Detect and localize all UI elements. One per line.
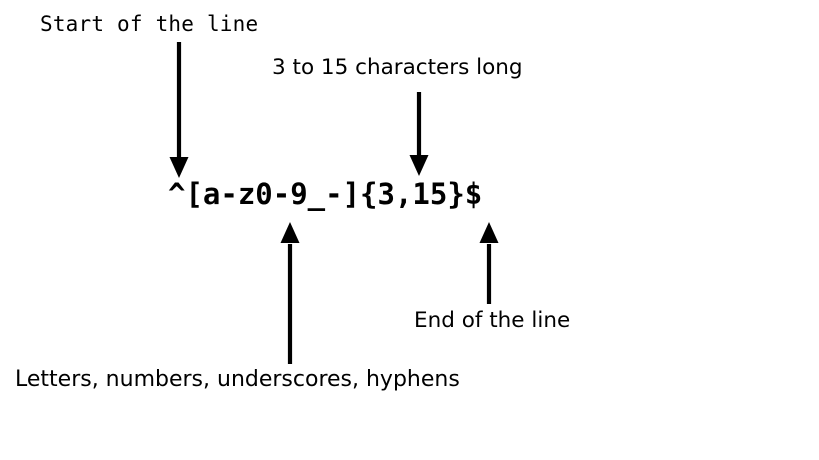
- arrow-down-icon: [409, 92, 429, 176]
- arrow-up-icon: [280, 222, 300, 364]
- regex-pattern-text: ^[a-z0-9_-]{3,15}$: [168, 177, 483, 211]
- arrow-down-icon: [169, 42, 189, 178]
- arrow-down-to-caret: [168, 40, 190, 180]
- arrow-up-to-dollar-anchor: [478, 220, 500, 306]
- annotation-label-length: 3 to 15 characters long: [272, 55, 523, 80]
- annotation-label-charset: Letters, numbers, underscores, hyphens: [15, 367, 460, 392]
- arrow-up-icon: [479, 222, 499, 304]
- arrow-up-to-character-class: [279, 220, 301, 366]
- arrow-down-to-quantifier: [408, 90, 430, 178]
- annotation-label-start-of-line: Start of the line: [40, 12, 259, 36]
- annotation-label-end-of-line: End of the line: [414, 308, 571, 333]
- clipped-glyph-fragment: :: [0, 369, 3, 391]
